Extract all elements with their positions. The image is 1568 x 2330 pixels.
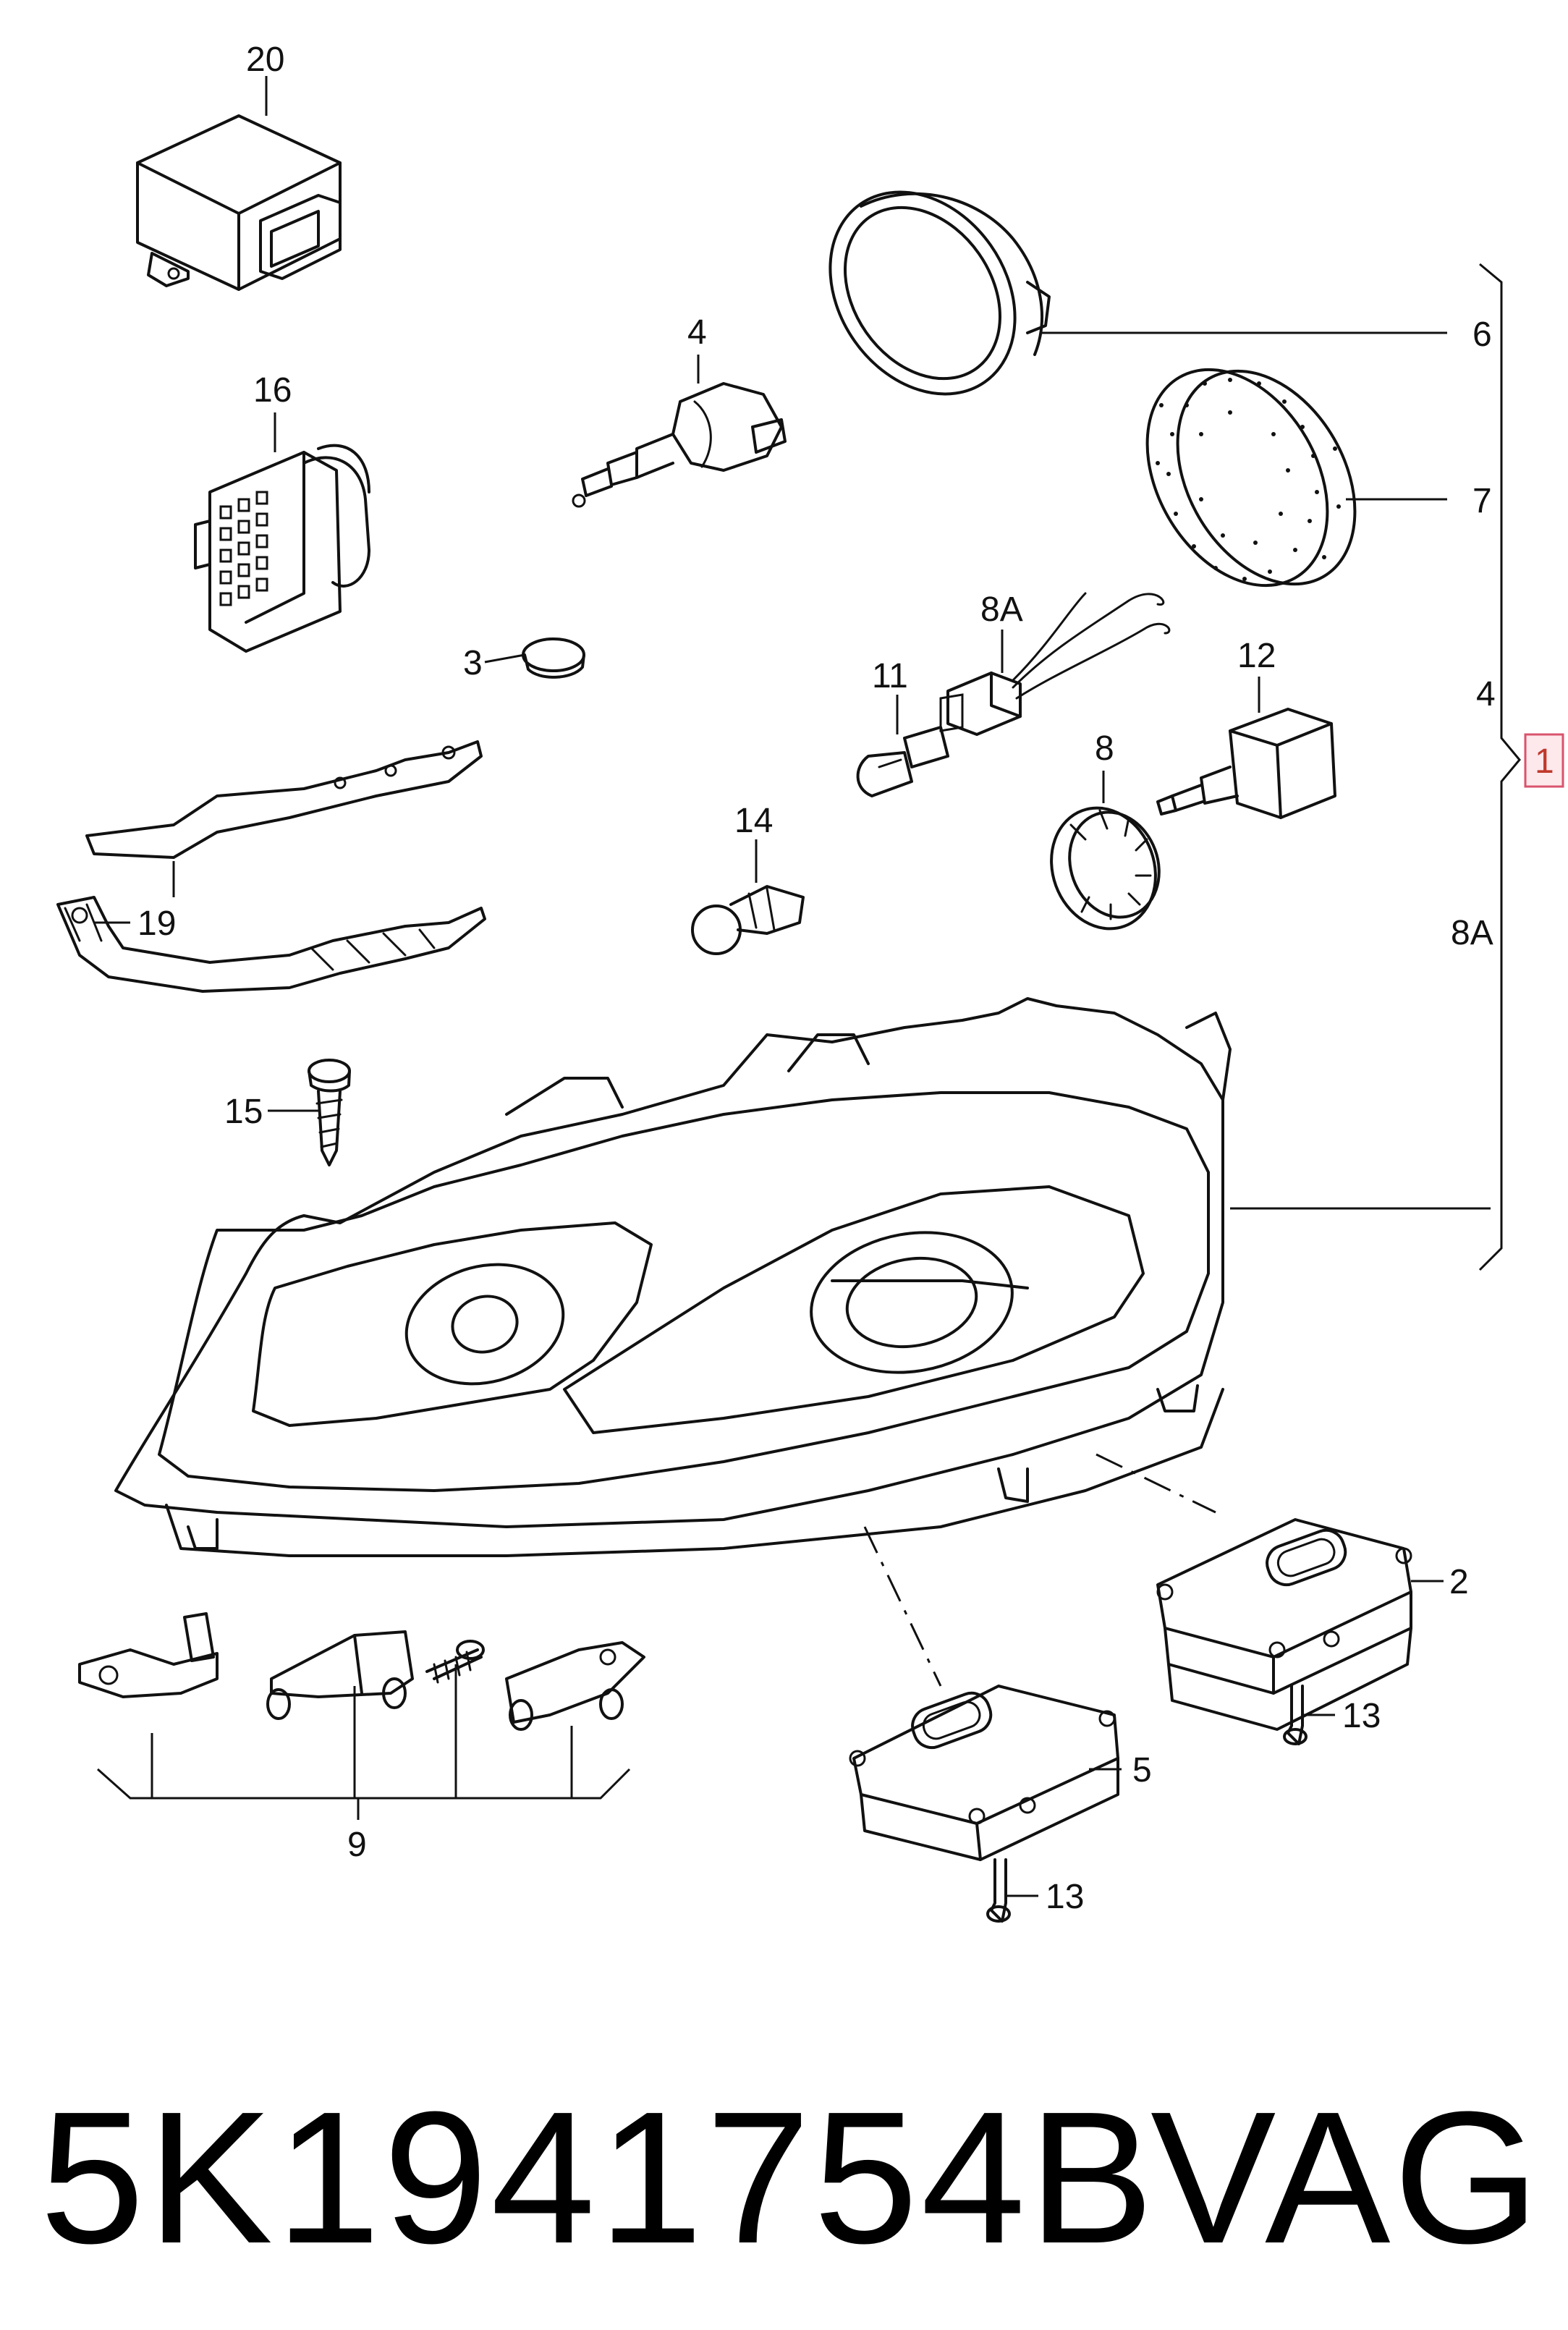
label-1-box <box>1524 733 1564 788</box>
part-7-cover-ring <box>1145 368 1357 588</box>
label-2: 2 <box>1449 1563 1469 1601</box>
part-13-screw-upper <box>1283 1685 1308 1745</box>
label-4-side: 4 <box>1476 675 1496 713</box>
label-6: 6 <box>1472 315 1492 354</box>
brand-name: VAG <box>1150 2073 1543 2283</box>
label-14: 14 <box>734 802 773 840</box>
label-11: 11 <box>872 657 908 695</box>
part-15-screw <box>308 1059 351 1166</box>
label-13-lower: 13 <box>1046 1878 1084 1916</box>
label-7: 7 <box>1472 482 1492 520</box>
label-9: 9 <box>347 1826 367 1864</box>
part-14-bulb <box>691 885 805 955</box>
part-8-retaining-ring <box>1050 806 1161 931</box>
parts-diagram: 20 16 4 6 7 8A 11 12 3 4 1 8 14 19 8A 15… <box>56 41 1564 1923</box>
label-20: 20 <box>246 41 284 79</box>
part-11-bulb <box>856 726 949 797</box>
part-6-cap <box>829 190 1051 396</box>
footer: 5K1941754B VAG <box>0 2041 1568 2316</box>
part-2-ballast <box>1156 1518 1412 1731</box>
part-1-headlight <box>114 997 1232 1557</box>
callout-labels: 20 16 4 6 7 8A 11 12 3 4 1 8 14 19 8A 15… <box>137 41 1564 1916</box>
label-8a-side: 8A <box>1451 914 1493 952</box>
leader-lines <box>94 76 1521 1897</box>
label-16: 16 <box>253 371 292 410</box>
part-number: 5K1941754B <box>40 2073 1157 2283</box>
label-4: 4 <box>687 313 707 352</box>
label-8: 8 <box>1095 729 1114 768</box>
part-13-screw-lower <box>986 1858 1011 1923</box>
label-13-upper: 13 <box>1342 1697 1381 1735</box>
part-3-cap <box>522 637 585 679</box>
part-12-xenon-bulb <box>1156 708 1336 819</box>
label-8a-top: 8A <box>980 590 1023 629</box>
part-19-repair-bracket <box>56 740 486 993</box>
part-8a-wiring <box>939 592 1171 736</box>
label-12: 12 <box>1237 637 1276 675</box>
part-16-connector <box>194 444 370 653</box>
label-3: 3 <box>463 644 483 682</box>
label-15: 15 <box>224 1093 263 1131</box>
part-5-ballast <box>849 1685 1119 1861</box>
label-5: 5 <box>1132 1751 1152 1789</box>
part-9-brackets <box>78 1612 645 1731</box>
part-4-bulb-holder <box>572 382 787 508</box>
label-19: 19 <box>137 905 176 943</box>
part-20-control-module <box>136 114 342 291</box>
label-1: 1 <box>1535 742 1554 781</box>
